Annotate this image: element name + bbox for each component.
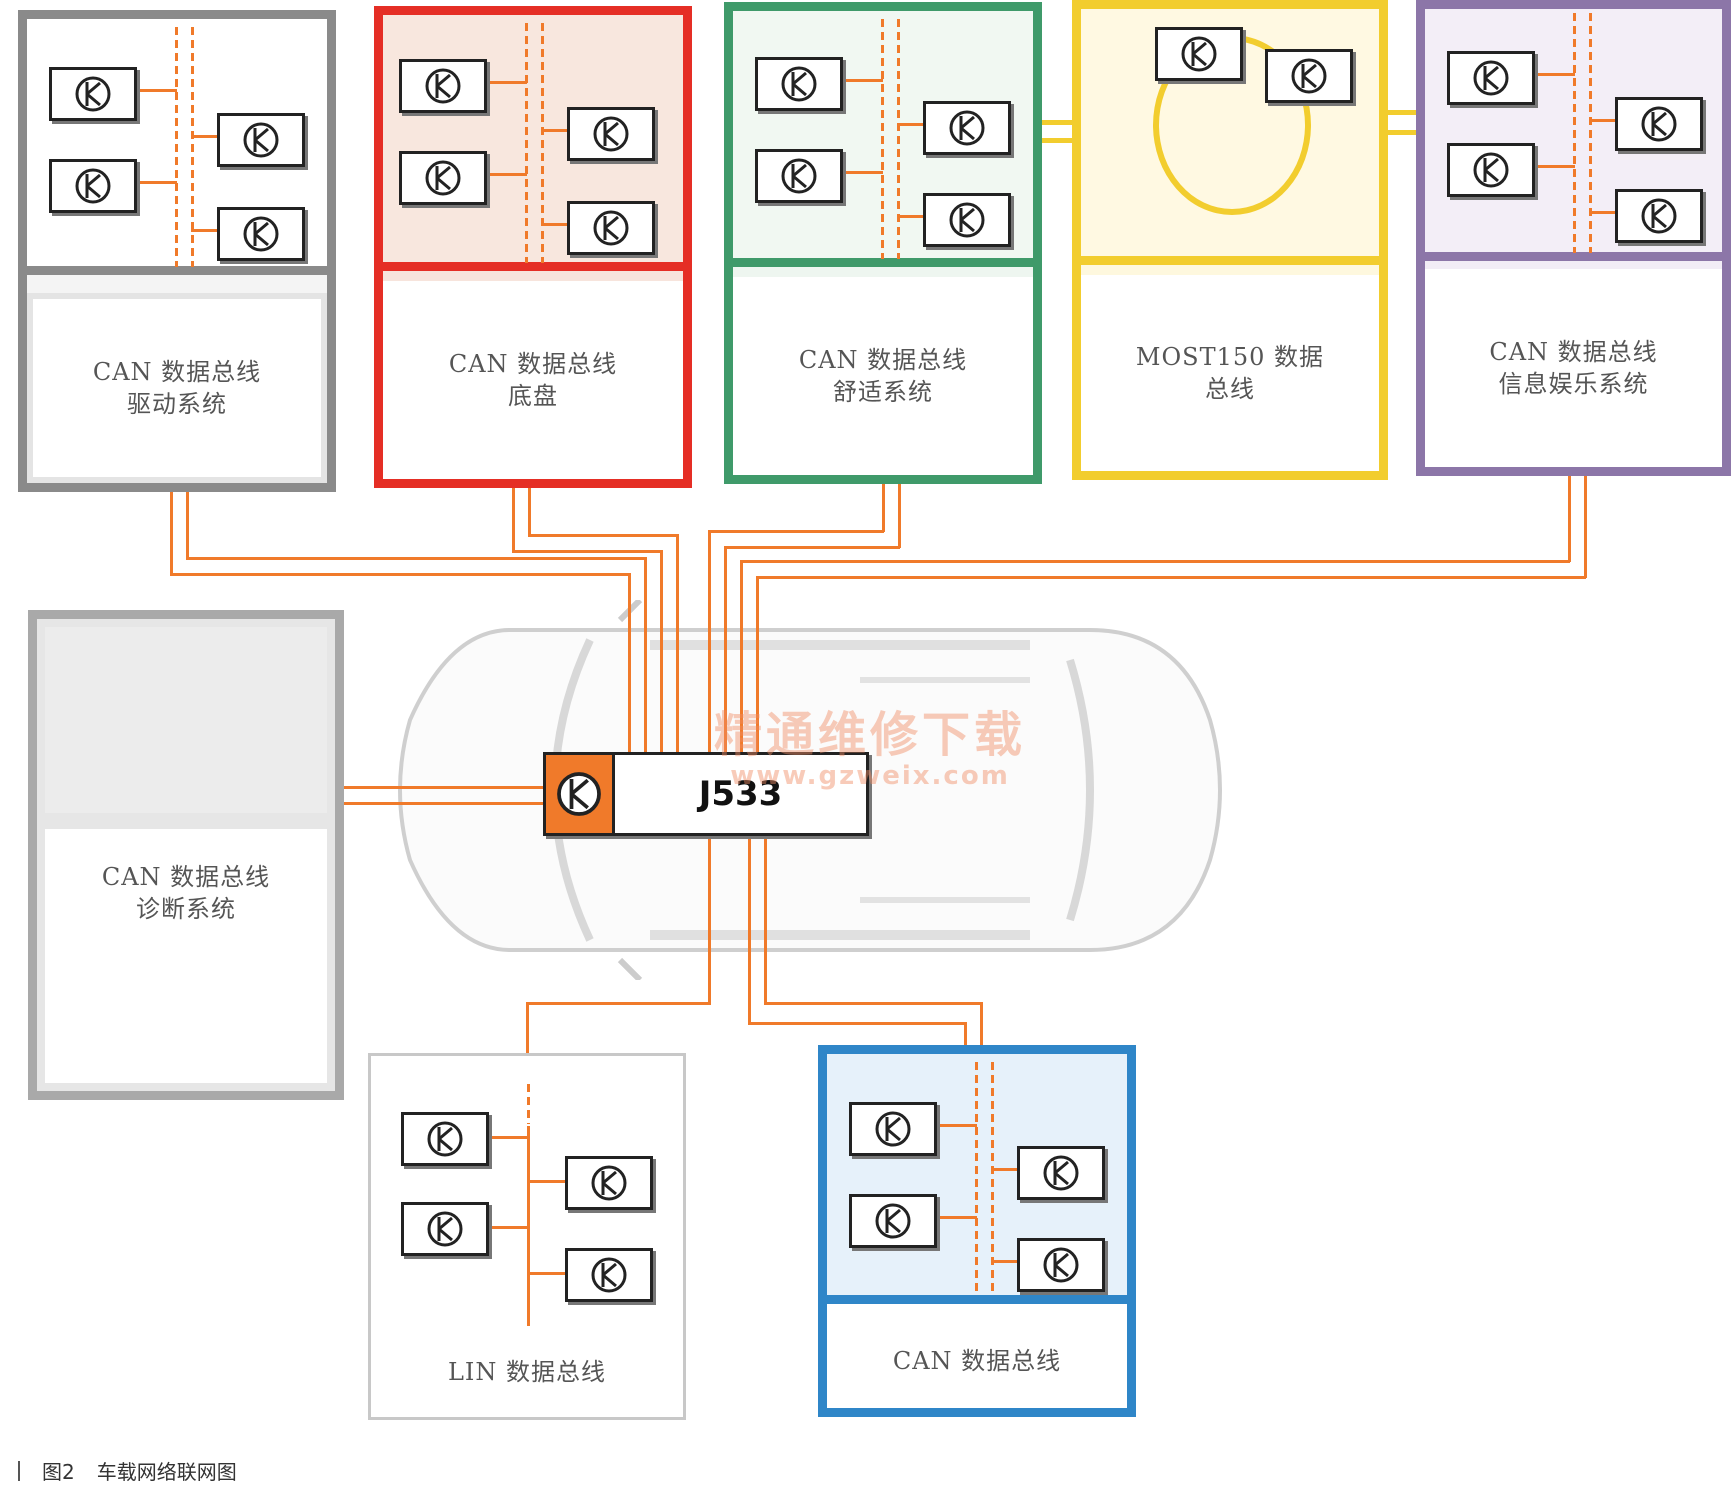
control-unit: [565, 1248, 653, 1302]
control-unit: [217, 113, 305, 167]
control-unit: [1017, 1146, 1105, 1200]
control-unit: [923, 101, 1011, 155]
bus-box-diagnosis: CAN 数据总线 诊断系统: [28, 610, 344, 1100]
ecu-area: [383, 15, 683, 271]
bus-box-chassis: CAN 数据总线 底盘: [374, 6, 692, 488]
control-unit: [49, 67, 137, 121]
bus-label-area: CAN 数据总线: [827, 1313, 1127, 1408]
ecu-area: [827, 1054, 1127, 1304]
bus-system: 总线: [1205, 375, 1255, 403]
control-unit: [755, 149, 843, 203]
bus-name: CAN 数据总线: [101, 863, 271, 891]
bus-box-lin: LIN 数据总线: [368, 1053, 686, 1420]
bus-label-area: MOST150 数据 总线: [1081, 275, 1379, 471]
control-unit: [1155, 27, 1243, 81]
bus-name: MOST150 数据: [1135, 343, 1325, 371]
control-unit: [849, 1194, 937, 1248]
watermark-title: 精通维修下载: [713, 707, 1026, 763]
bus-name: CAN 数据总线: [798, 346, 968, 374]
bus-box-comfort: CAN 数据总线 舒适系统: [724, 2, 1042, 484]
control-unit: [1017, 1238, 1105, 1292]
control-unit: [401, 1112, 489, 1166]
control-unit: [1615, 189, 1703, 243]
control-unit: [565, 1156, 653, 1210]
control-unit: [849, 1102, 937, 1156]
control-unit: [49, 159, 137, 213]
ecu-area: [1425, 9, 1722, 261]
bus-label-area: LIN 数据总线: [389, 1327, 665, 1417]
bus-system: 舒适系统: [833, 378, 933, 406]
bus-label-area: CAN 数据总线 舒适系统: [733, 277, 1033, 475]
control-unit: [567, 107, 655, 161]
bus-box-powertrain: CAN 数据总线 驱动系统: [18, 10, 336, 492]
ecu-area: [1081, 9, 1379, 265]
ecu-area: [733, 11, 1033, 267]
watermark: 精通维修下载 www.gzweix.com: [690, 695, 1050, 791]
control-unit-icon: [546, 755, 615, 833]
bus-box-infotainment: CAN 数据总线 信息娱乐系统: [1416, 0, 1731, 476]
gateway-label: J533: [698, 774, 783, 814]
control-unit: [1615, 97, 1703, 151]
bus-name: CAN 数据总线: [1489, 338, 1658, 366]
figure-caption: 图2 车载网络联网图: [18, 1456, 237, 1485]
control-unit: [755, 57, 843, 111]
bus-system: 驱动系统: [127, 390, 227, 418]
bus-system: 信息娱乐系统: [1498, 370, 1649, 398]
bus-box-most: MOST150 数据 总线: [1072, 0, 1388, 480]
figure-number: 图2: [42, 1460, 75, 1484]
bus-system: 诊断系统: [136, 895, 236, 923]
bus-label-area: CAN 数据总线 信息娱乐系统: [1425, 269, 1722, 467]
bus-label-area: CAN 数据总线 底盘: [383, 281, 683, 479]
bus-system: 底盘: [508, 382, 558, 410]
bus-box-can-extra: CAN 数据总线: [818, 1045, 1136, 1417]
control-unit: [923, 193, 1011, 247]
bus-label-area: CAN 数据总线 驱动系统: [27, 293, 327, 483]
bus-name: CAN 数据总线: [92, 358, 262, 386]
caption-bar: [18, 1460, 20, 1481]
control-unit: [399, 59, 487, 113]
ecu-area: [27, 19, 327, 275]
control-unit: [399, 151, 487, 205]
control-unit: [217, 207, 305, 261]
bus-name: LIN 数据总线: [447, 1358, 607, 1386]
gateway-j533: J533: [543, 752, 869, 836]
bus-name: CAN 数据总线: [892, 1346, 1062, 1375]
ecu-area: [37, 619, 335, 821]
control-unit: [401, 1202, 489, 1256]
bus-name: CAN 数据总线: [448, 350, 618, 378]
control-unit: [1447, 143, 1535, 197]
watermark-url: www.gzweix.com: [730, 761, 1010, 791]
bus-label-area: CAN 数据总线 诊断系统: [37, 821, 335, 1091]
control-unit: [1447, 51, 1535, 105]
figure-title: 车载网络联网图: [96, 1460, 237, 1484]
control-unit: [1265, 49, 1353, 103]
control-unit: [567, 201, 655, 255]
